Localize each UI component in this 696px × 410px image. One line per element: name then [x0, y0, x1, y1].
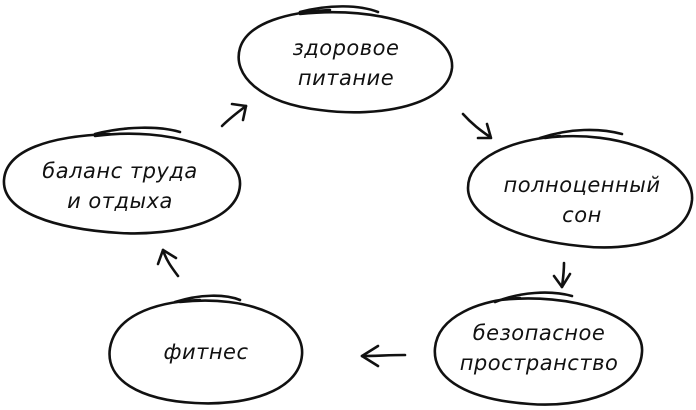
- node-label-line: безопасное: [472, 321, 606, 345]
- node-label-line: пространство: [459, 351, 619, 375]
- node-label-line: фитнес: [163, 340, 249, 364]
- node-shape-healthy-food: [237, 5, 454, 114]
- node-label-line: питание: [297, 66, 395, 90]
- node-shape-work-life-balance: [2, 126, 242, 235]
- node-shape-safe-space: [433, 291, 644, 406]
- arrow-fitness-to-balance: [156, 248, 180, 278]
- node-label-healthy-food: здоровое питание: [293, 33, 400, 93]
- node-label-safe-space: безопасное пространство: [460, 318, 619, 378]
- arrow-food-to-sleep: [461, 112, 493, 140]
- node-label-line: и отдыха: [67, 189, 173, 213]
- node-label-line: сон: [562, 203, 602, 227]
- arrow-balance-to-food: [220, 102, 248, 128]
- node-label-full-sleep: полноценный сон: [504, 170, 661, 230]
- node-shape-fitness: [108, 294, 304, 405]
- node-label-line: здоровое: [292, 36, 400, 60]
- arrow-sleep-to-safe: [552, 261, 572, 289]
- node-shape-full-sleep: [466, 128, 694, 249]
- node-label-work-life-balance: баланс труда и отдыха: [42, 156, 197, 216]
- node-label-line: полноценный: [503, 173, 661, 197]
- arrow-safe-to-fitness: [360, 344, 407, 368]
- node-label-fitness: фитнес: [163, 337, 248, 367]
- node-label-line: баланс труда: [42, 159, 198, 183]
